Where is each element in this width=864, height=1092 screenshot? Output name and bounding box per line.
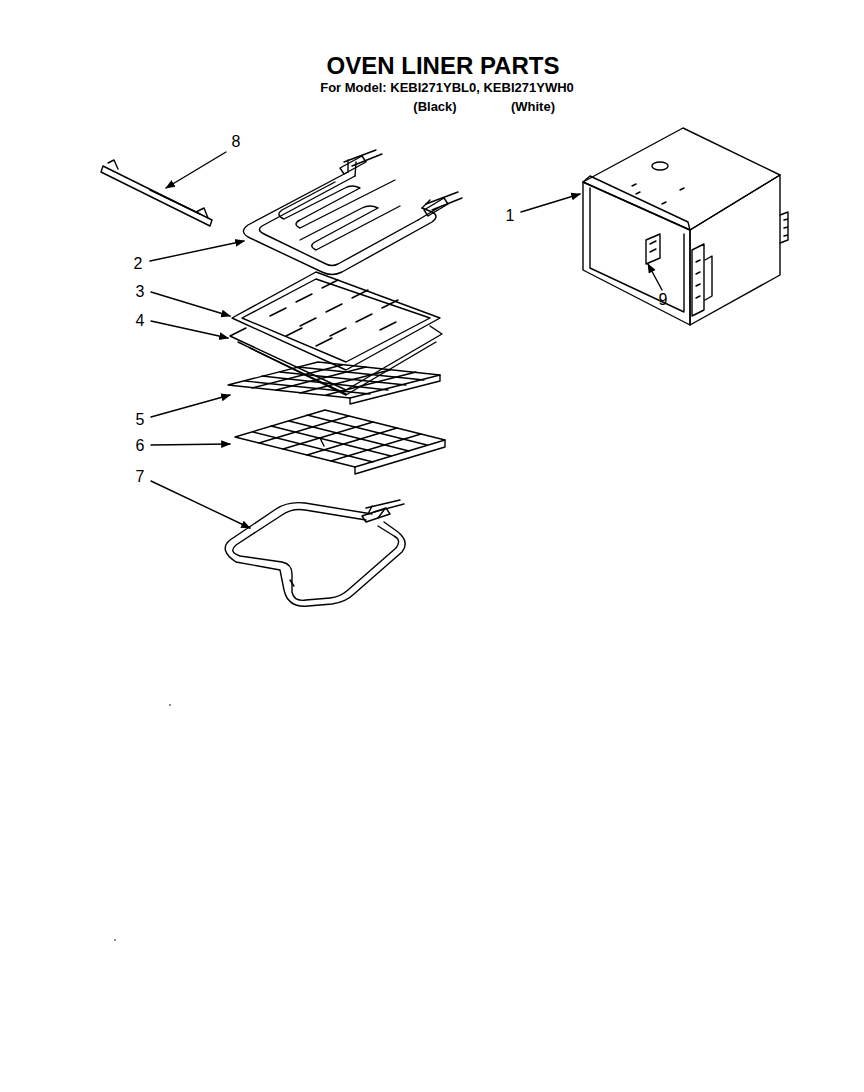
model-line: For Model: KEBI271YBL0, KEBI271YWH0 <box>320 81 574 95</box>
diagram-title: OVEN LINER PARTS <box>327 53 560 79</box>
callout-number: 7 <box>136 468 145 486</box>
oven-liner <box>583 128 788 325</box>
color-note: (Black) <box>413 100 456 114</box>
stray-dot <box>169 704 171 706</box>
leader-lines <box>150 152 662 528</box>
oven-rack <box>228 362 440 404</box>
callout-number: 4 <box>136 312 145 330</box>
callout-number: 1 <box>506 207 515 225</box>
callout-number: 3 <box>136 283 145 301</box>
bake-element <box>225 500 405 606</box>
callout-number: 9 <box>659 291 668 309</box>
oven-rack <box>235 410 445 474</box>
callout-number: 5 <box>136 411 145 429</box>
broiler-grid <box>232 272 440 370</box>
color-note: (White) <box>511 100 555 114</box>
callout-number: 8 <box>232 133 241 151</box>
broil-element <box>243 150 462 275</box>
stray-dot <box>114 939 116 941</box>
callout-number: 2 <box>134 255 143 273</box>
broiler-pan <box>230 326 442 395</box>
callout-number: 6 <box>136 437 145 455</box>
small-bracket <box>646 234 660 264</box>
